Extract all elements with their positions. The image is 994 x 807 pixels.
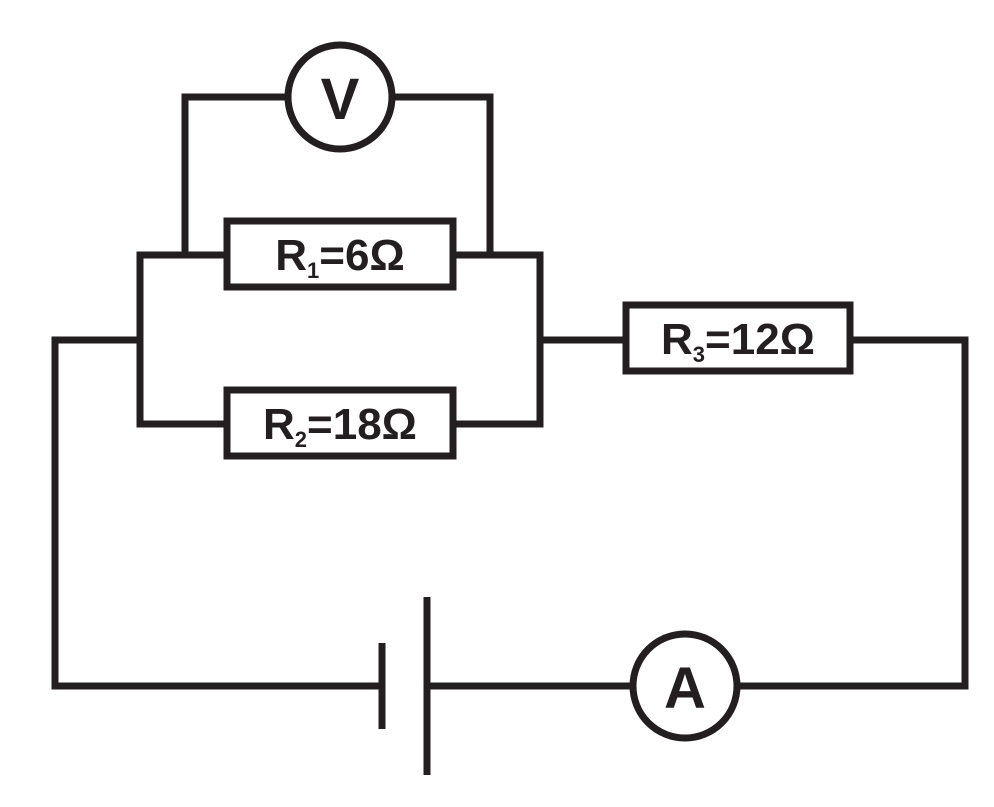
battery — [378, 597, 431, 775]
resistor-r1-subscript: 1 — [307, 258, 319, 283]
resistor-r3-letter: R — [661, 315, 693, 364]
resistor-r3: R3=12Ω — [622, 301, 854, 375]
voltmeter-wire — [181, 93, 494, 258]
resistor-r1-label: R1=6Ω — [275, 231, 404, 283]
parallel-branch-bottom-wire — [136, 335, 544, 428]
resistor-r3-value: =12Ω — [705, 315, 815, 364]
resistor-r2-letter: R — [263, 400, 295, 449]
resistor-r3-label: R3=12Ω — [661, 315, 815, 367]
resistor-r1-box — [223, 217, 457, 291]
voltmeter-symbol: V — [321, 67, 360, 132]
parallel-branch-top-wire — [136, 251, 544, 340]
ammeter-symbol: A — [664, 656, 706, 721]
resistor-r2-subscript: 2 — [295, 427, 307, 452]
ammeter-circle — [629, 630, 741, 742]
resistor-r1-value: =6Ω — [319, 231, 404, 280]
voltmeter: V — [284, 41, 396, 153]
ammeter: A — [629, 630, 741, 742]
resistor-r1: R1=6Ω — [223, 217, 457, 291]
right-side-wire — [738, 336, 969, 690]
left-side-wire — [51, 336, 382, 690]
voltmeter-circle — [284, 41, 396, 153]
resistor-r2-label: R2=18Ω — [263, 400, 417, 452]
circuit-wires — [51, 93, 969, 690]
resistor-r2-value: =18Ω — [307, 400, 417, 449]
resistor-r3-box — [622, 301, 854, 375]
resistor-r3-subscript: 3 — [693, 342, 705, 367]
resistor-r2-box — [223, 386, 457, 460]
resistor-r2: R2=18Ω — [223, 386, 457, 460]
resistor-r1-letter: R — [275, 231, 307, 280]
